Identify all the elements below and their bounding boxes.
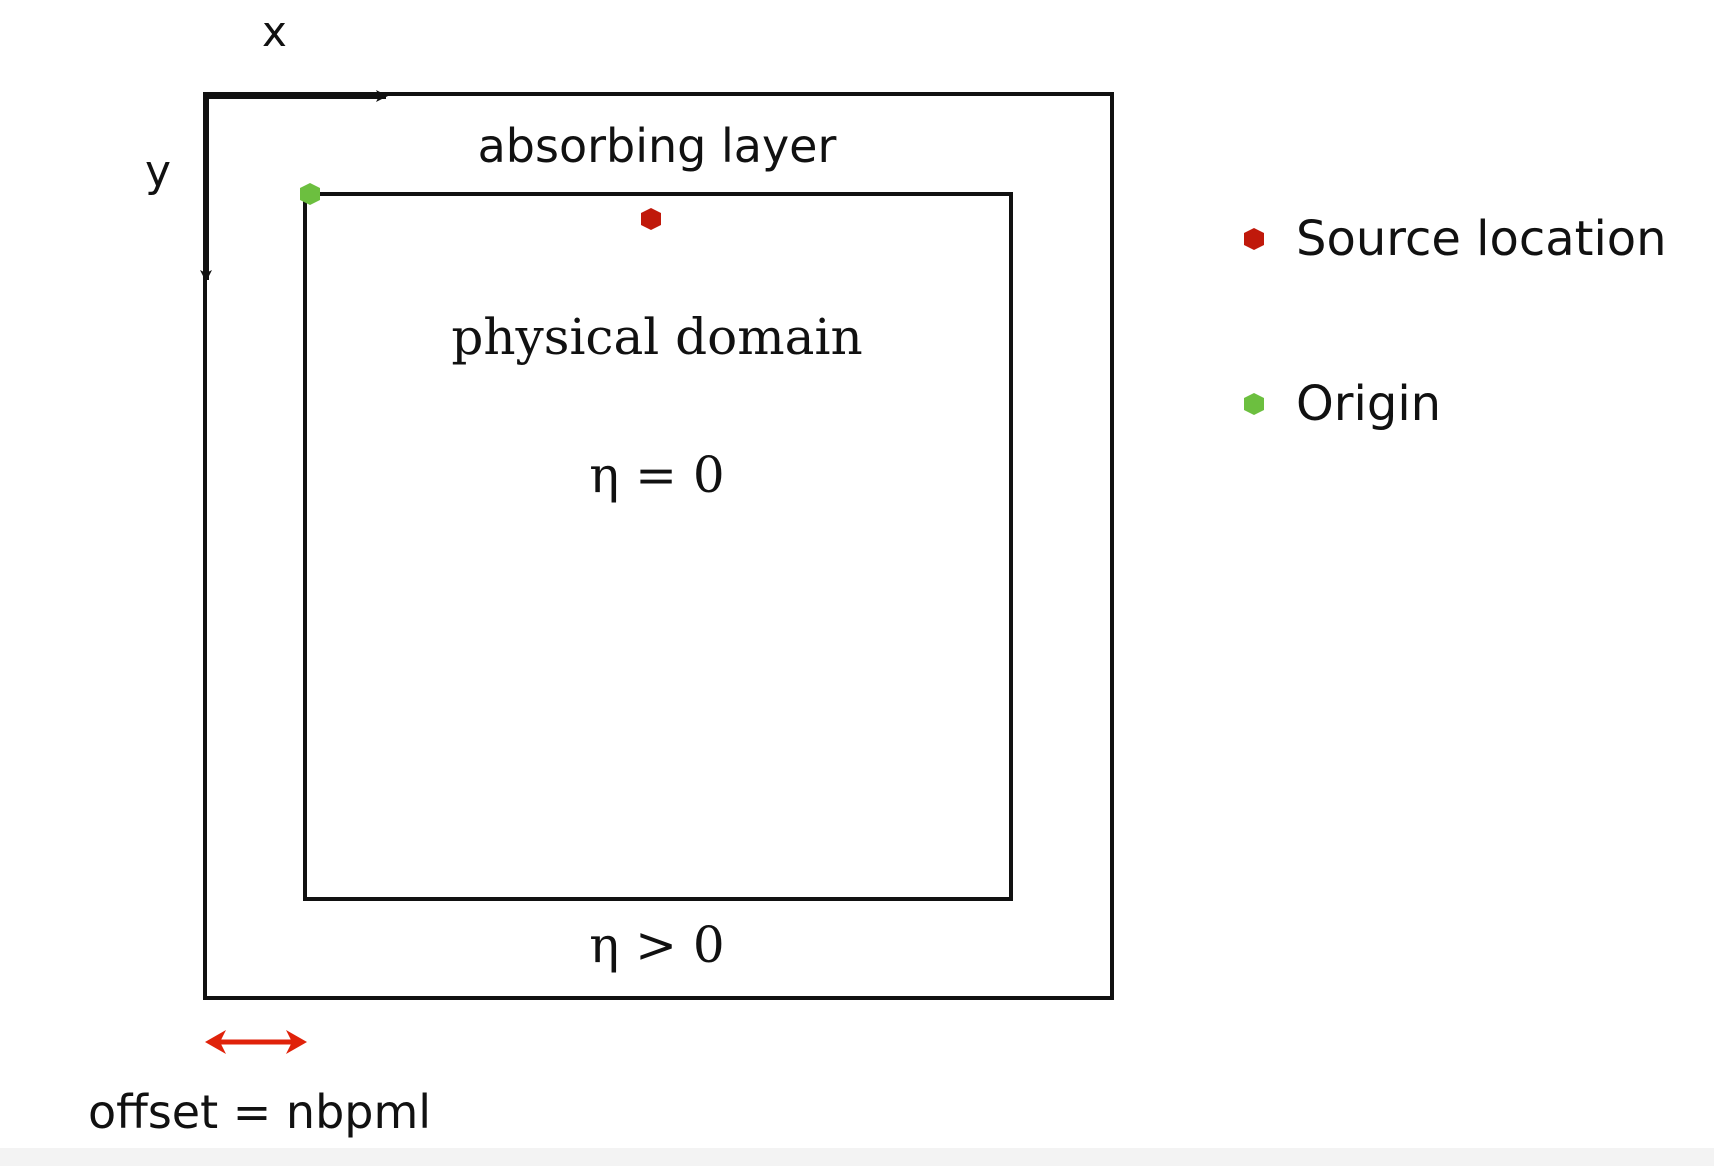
inner-eta-label: η = 0 — [589, 446, 724, 504]
legend-source-marker — [1244, 228, 1264, 250]
legend-origin-label: Origin — [1296, 376, 1441, 432]
legend-source-label: Source location — [1296, 211, 1667, 267]
absorbing-layer-label: absorbing layer — [478, 119, 837, 173]
legend: Source location Origin — [1244, 211, 1667, 432]
y-axis-label: y — [145, 146, 171, 197]
legend-origin-marker — [1244, 393, 1264, 415]
outer-eta-label: η > 0 — [589, 916, 724, 974]
x-axis-label: x — [262, 7, 287, 56]
physical-domain-box — [303, 192, 1013, 901]
origin-marker — [300, 183, 320, 205]
offset-double-arrow — [205, 1030, 307, 1054]
absorbing-layer-box — [203, 92, 1114, 1000]
physical-domain-label: physical domain — [451, 308, 862, 366]
bottom-edge-strip — [0, 1148, 1714, 1166]
source-location-marker — [641, 208, 661, 230]
offset-label: offset = nbpml — [88, 1085, 431, 1139]
